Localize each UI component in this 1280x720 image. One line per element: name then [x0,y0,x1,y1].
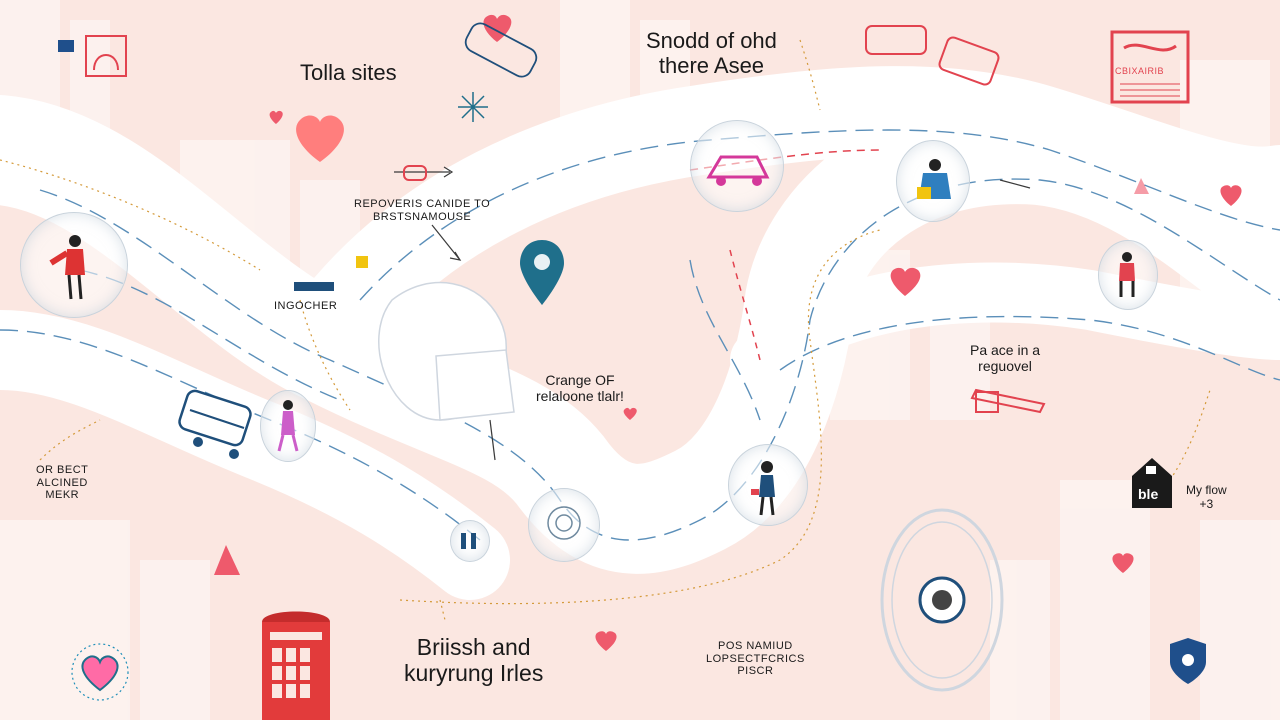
label-place: Pa ace in a reguovel [970,342,1040,374]
road-network [0,66,1280,600]
label-object-line1: OR BECT [36,464,89,476]
label-my-flow-line1: My flow [1186,483,1227,497]
shield-icon [1170,638,1206,684]
heart-icon [1112,553,1134,573]
ticket-icon [970,388,1046,414]
location-bubble-small[interactable] [450,520,490,562]
label-object-line2: ALCINED [36,476,88,489]
label-object-line3: MEKR [45,489,80,502]
heart-icon [269,110,283,124]
label-my-flow: My flow +3 [1186,483,1227,512]
heart-icon [483,14,512,42]
mirror-frame [880,508,1004,692]
label-pos-line2: LOPSECTFCRICS [706,652,805,665]
heart-sunburst-icon [71,643,129,701]
hearts [214,14,1242,651]
guards-icon [461,533,476,549]
person-figure [751,461,775,516]
location-bubble-traveler[interactable] [896,140,970,222]
label-ble-sign: ble [1138,486,1159,502]
person-figure [1119,252,1135,297]
bunny-icon [58,35,127,77]
label-object: OR BECT ALCINED MEKR [36,464,88,502]
label-crange: Crange OF relaloone tlalr! [536,372,624,404]
label-briish-line2: kuryrung Irles [404,660,544,687]
stamp-icon [1110,30,1190,104]
label-place-line2: reguovel [978,358,1032,375]
red-route [689,149,881,171]
location-bubble-rose[interactable] [528,488,600,562]
bus-icon[interactable] [177,389,252,459]
heart-icon [890,267,921,296]
triangle-icon [214,545,240,575]
yellow-sign [356,256,368,268]
label-pos-line3: PISCR [737,665,774,678]
person-figure [277,400,299,452]
location-bubble-vehicle[interactable] [690,120,784,212]
dotted-trails [0,39,1211,621]
label-briish: Briissh and kuryrung Irles [404,634,543,687]
sparkle-icon [458,92,488,122]
label-briish-line1: Briissh and [416,634,531,660]
map-card [435,349,515,421]
label-stamp: CBIXAIRIB [1115,66,1165,76]
small-bus-marker [403,165,427,181]
label-my-flow-line2: +3 [1199,496,1214,511]
person-figure [917,159,951,199]
label-tolla-sites: Tolla sites [300,60,397,85]
building-sign-icon [1132,458,1172,508]
heart-icon [1220,185,1242,206]
label-snodd: Snodd of ohd there Asee [646,28,777,79]
label-ingocher: INGOCHER [274,300,338,312]
location-bubble-walker[interactable] [728,444,808,526]
rose-icon [547,506,581,540]
label-crange-line2: relaloone tlalr! [536,388,624,405]
red-route-2 [729,249,761,361]
label-pos-line1: POS NAMIUD [718,640,793,652]
label-snodd-line2: there Asee [658,53,765,79]
red-bus-icon[interactable] [462,20,1000,86]
heart-icon [595,631,617,651]
label-reporting-line1: REPOVERIS CANIDE TO [354,198,491,210]
location-bubble-singer[interactable] [1098,240,1158,310]
triangle-icon [1134,178,1149,194]
label-place-line1: Pa ace in a [970,342,1041,358]
label-snodd-line1: Snodd of ohd [646,28,777,53]
label-crange-line1: Crange OF [545,372,615,388]
red-phone-box-icon[interactable] [262,611,330,720]
heart-icon [296,115,344,162]
label-reporting: REPOVERIS CANIDE TO BRSTSNAMOUSE [354,198,490,223]
label-reporting-line2: BRSTSNAMOUSE [372,210,472,223]
label-pos: POS NAMIUD LOPSECTFCRICS PISCR [706,640,805,678]
ingocher-sign [294,282,334,291]
location-bubble-fashion[interactable] [20,212,128,318]
location-pin-icon[interactable] [520,240,564,305]
pink-car-icon [706,155,770,186]
person-figure [49,235,85,300]
location-bubble-dancer[interactable] [260,390,316,462]
